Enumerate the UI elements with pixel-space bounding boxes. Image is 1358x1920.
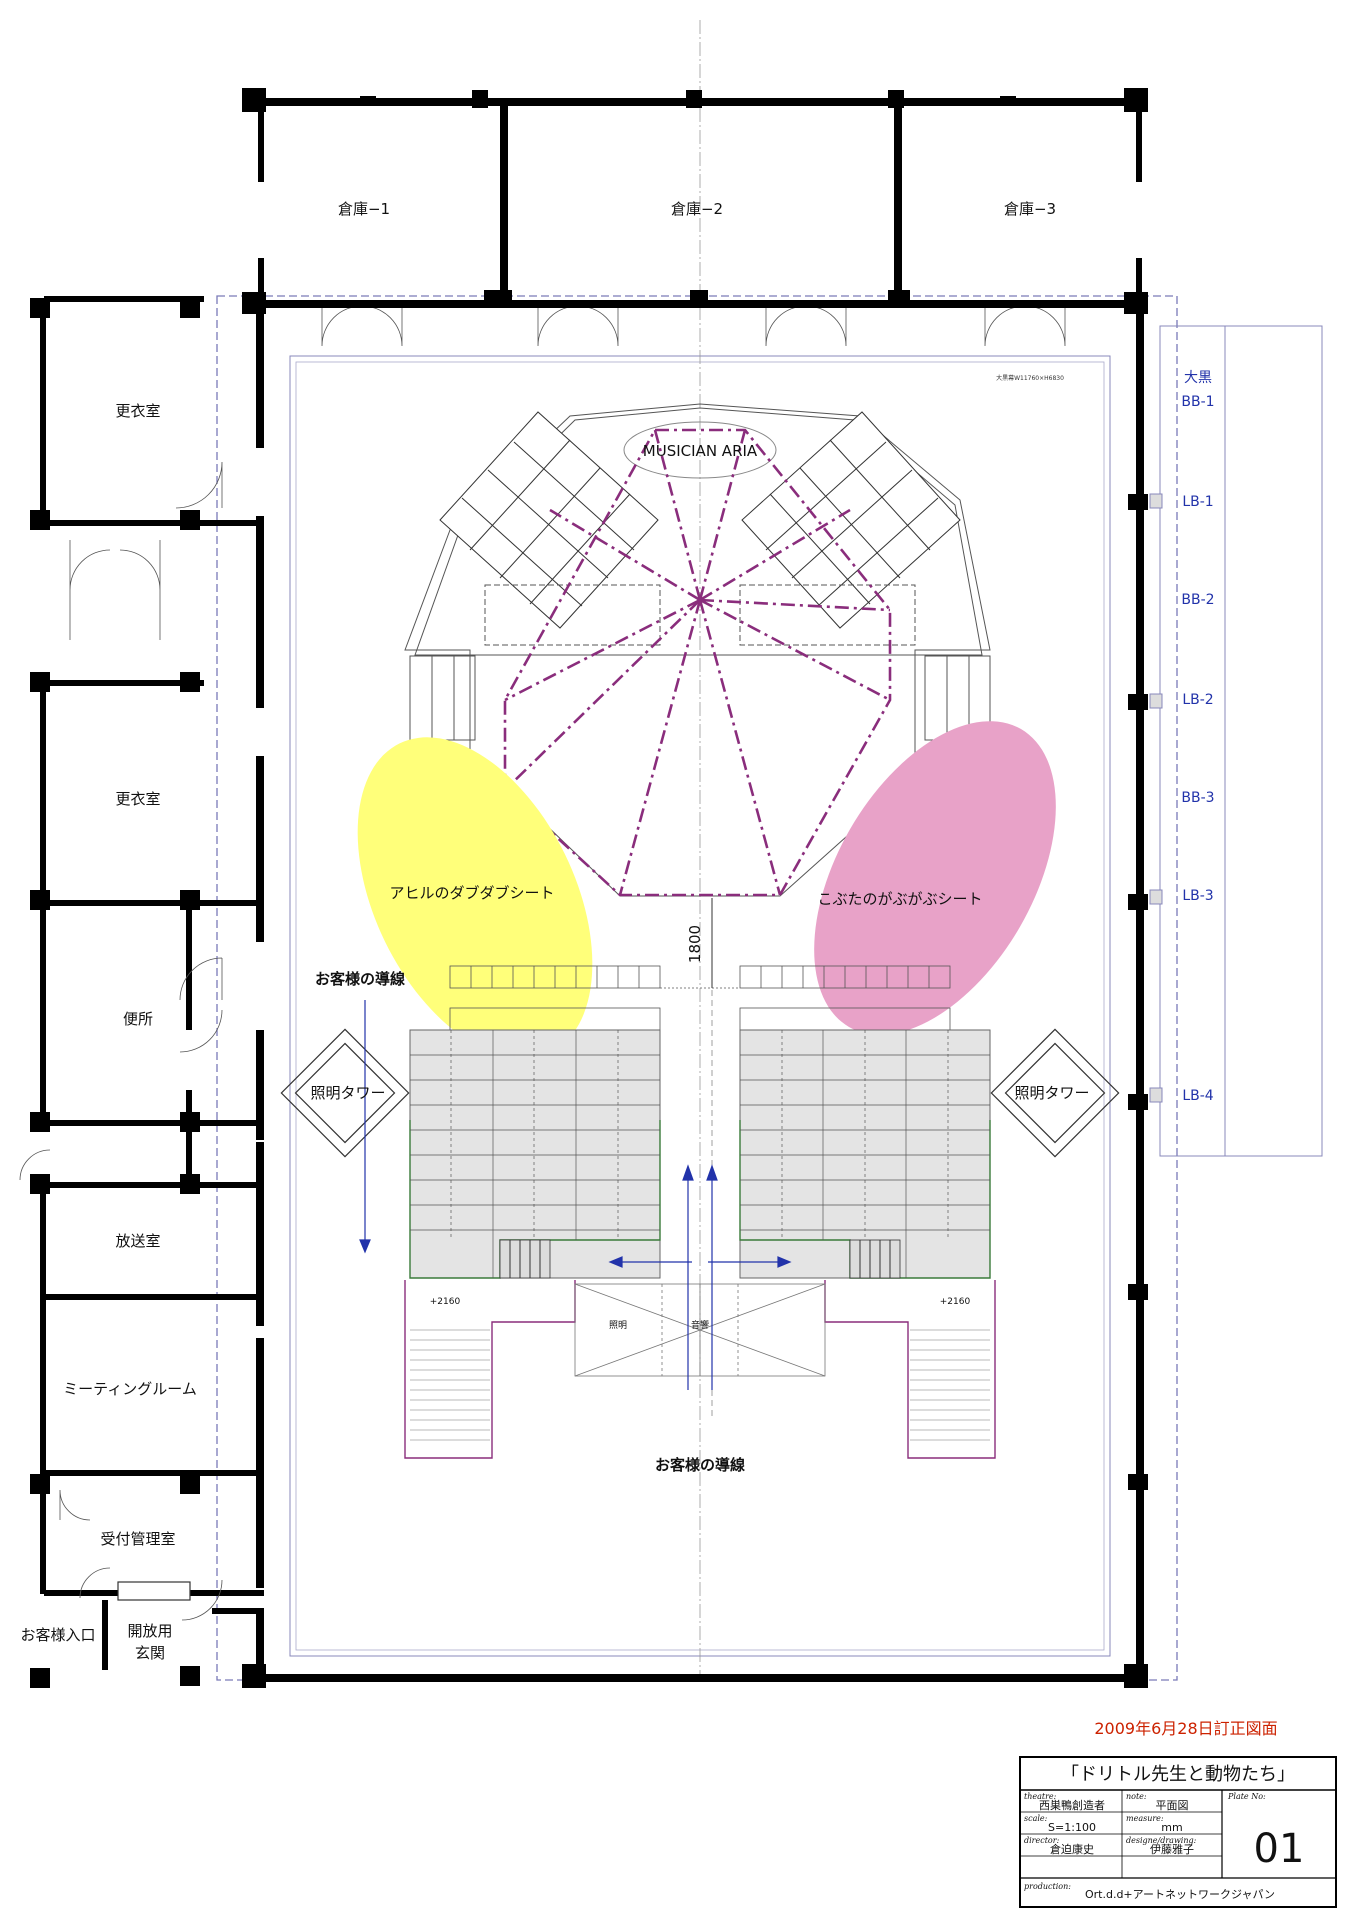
revision-note: 2009年6月28日訂正図面 <box>1094 1719 1277 1738</box>
dressing-room-2-label: 更衣室 <box>115 790 160 808</box>
marker-bb-2: BB-2 <box>1181 592 1214 608</box>
left-rooms-doors <box>19 461 223 1621</box>
stage-labels: MUSICIAN ARIA アヒルのダブダブシート こぶたのがぶがぶシート 照明… <box>310 374 1089 1474</box>
production-field-label: production: <box>1024 1882 1071 1891</box>
seating-block-right <box>739 1029 991 1279</box>
scale-field-label: scale: <box>1024 1814 1048 1823</box>
marker-panel-frame <box>1149 325 1323 1157</box>
booth-lighting-label: 照明 <box>609 1320 627 1331</box>
measure-field-label: measure: <box>1126 1814 1164 1823</box>
audience-flow-bottom-label: お客様の導線 <box>655 1456 745 1474</box>
marker-bb-3: BB-3 <box>1181 790 1214 806</box>
stage-riser-left <box>439 411 659 629</box>
marker-labels: 大黒 BB-1 LB-1 BB-2 LB-2 BB-3 LB-3 LB-4 <box>1181 370 1214 1104</box>
duck-seat-label: アヒルのダブダブシート <box>389 884 554 902</box>
booth-sound-label: 音響 <box>691 1319 709 1331</box>
scale-value: S=1:100 <box>1048 1821 1096 1834</box>
designer-field-label: designe/drawing: <box>1126 1836 1197 1845</box>
light-tower-left-label: 照明タワー <box>310 1084 385 1102</box>
storage-1-label: 倉庫−1 <box>338 200 390 218</box>
director-value: 倉迫康史 <box>1050 1842 1094 1856</box>
left-rooms-walls <box>30 296 264 1688</box>
marker-lb-1: LB-1 <box>1182 494 1213 510</box>
stairs <box>410 1329 990 1441</box>
audience-flow-top-label: お客様の導線 <box>315 970 405 988</box>
guest-entrance-label: お客様入口 <box>20 1626 95 1644</box>
dimension-label: 1800 <box>686 925 704 963</box>
lighting-tower-right <box>990 1028 1120 1158</box>
production-value: Ort.d.d+アートネットワークジャパン <box>1085 1888 1275 1901</box>
piglet-seat-zone <box>814 721 1056 1035</box>
marker-lb-3: LB-3 <box>1182 888 1213 904</box>
front-row-seats <box>449 965 951 1031</box>
marker-lb-4: LB-4 <box>1182 1088 1213 1104</box>
curtain-note: 大黒幕W11760×H6830 <box>996 374 1064 382</box>
plate-number: 01 <box>1254 1826 1305 1872</box>
measure-value: mm <box>1161 1821 1182 1834</box>
broadcast-room-label: 放送室 <box>115 1232 160 1250</box>
stage-riser-right <box>741 411 961 629</box>
marker-header: 大黒 <box>1184 370 1212 386</box>
room-labels: 倉庫−1 倉庫−2 倉庫−3 更衣室 更衣室 便所 放送室 ミーティングルーム … <box>20 200 1056 1662</box>
level-left-label: +2160 <box>430 1297 461 1307</box>
dressing-room-1-label: 更衣室 <box>115 402 160 420</box>
flow-arrows <box>359 1000 792 1390</box>
storage-2-label: 倉庫−2 <box>671 200 723 218</box>
musician-area-outline <box>623 421 777 479</box>
title-block: 「ドリトル先生と動物たち」 theatre: 西巣鴨創造者 note: 平面図 … <box>1019 1756 1337 1908</box>
foyer-label-line1: 開放用 <box>127 1622 172 1640</box>
production-title: 「ドリトル先生と動物たち」 <box>1061 1764 1295 1785</box>
light-tower-right-label: 照明タワー <box>1014 1084 1089 1102</box>
meeting-room-label: ミーティングルーム <box>63 1380 197 1398</box>
note-value: 平面図 <box>1156 1799 1189 1812</box>
lighting-tower-left <box>280 1028 410 1158</box>
marker-bb-1: BB-1 <box>1181 394 1214 410</box>
level-right-label: +2160 <box>940 1297 971 1307</box>
theatre-field-label: theatre: <box>1024 1792 1057 1801</box>
musician-area-label: MUSICIAN ARIA <box>643 442 758 460</box>
theatre-value: 西巣鴨創造者 <box>1039 1798 1105 1812</box>
plate-field-label: Plate No: <box>1227 1792 1266 1801</box>
storage-3-label: 倉庫−3 <box>1004 200 1056 218</box>
toilet-label: 便所 <box>123 1010 153 1028</box>
reception-office-label: 受付管理室 <box>100 1530 175 1548</box>
marker-lb-2: LB-2 <box>1182 692 1213 708</box>
note-field-label: note: <box>1126 1792 1147 1801</box>
control-booth <box>574 1283 826 1377</box>
designer-value: 伊藤雅子 <box>1150 1842 1194 1856</box>
reception-counter <box>117 1581 191 1601</box>
foyer-label-line2: 玄関 <box>135 1644 165 1662</box>
lighting-truss <box>503 428 892 897</box>
hall-walls <box>242 292 1148 1688</box>
director-field-label: director: <box>1024 1836 1060 1845</box>
storage-area-walls <box>242 88 1148 308</box>
piglet-seat-label: こぶたのがぶがぶシート <box>817 890 982 908</box>
seating-block-left <box>409 1029 661 1279</box>
storage-doors <box>321 305 1066 347</box>
